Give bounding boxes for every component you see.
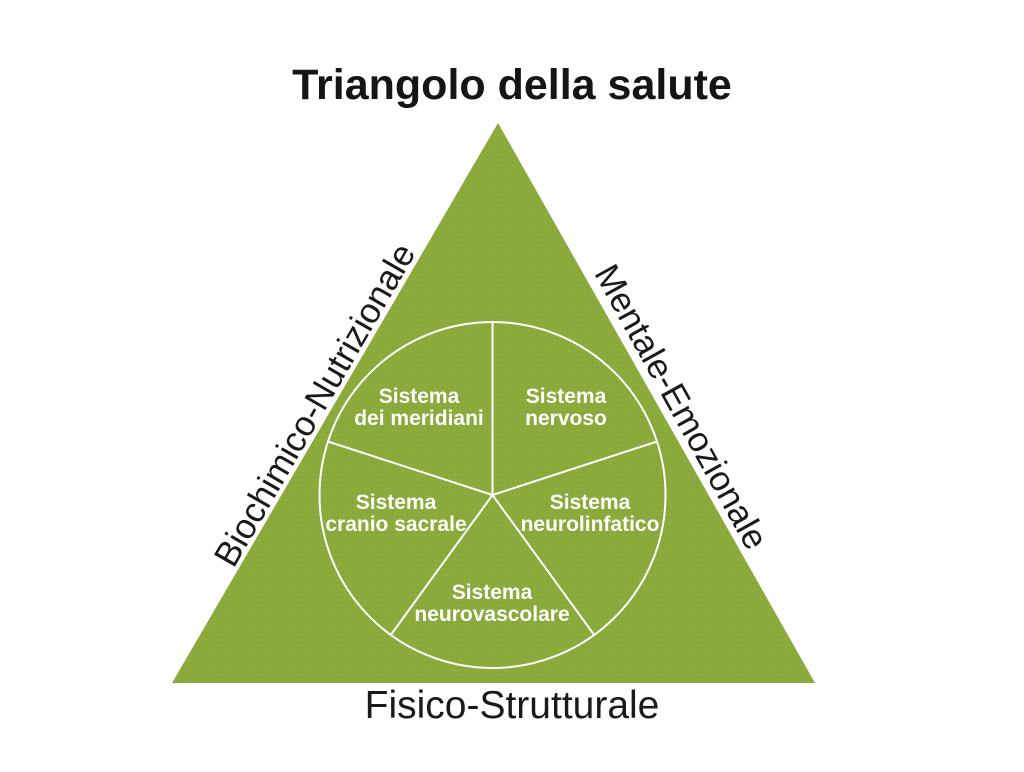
sector-circle-group <box>318 321 667 669</box>
sector-label-dei-meridiani: Sistema dei meridiani <box>354 384 484 430</box>
page-title: Triangolo della salute <box>292 61 732 109</box>
sector-label-line2: neurolinfatico <box>520 513 660 536</box>
sector-label-neurovascolare: Sistema neurovascolare <box>414 580 570 626</box>
sector-label-line2: dei meridiani <box>354 407 484 430</box>
sector-label-neurolinfatico: Sistema neurolinfatico <box>520 490 660 536</box>
sector-label-line1: Sistema <box>525 384 607 408</box>
sector-divider-upper-right <box>492 440 658 496</box>
sector-divider-lower-left <box>389 494 494 636</box>
sector-label-cranio-sacrale: Sistema cranio sacrale <box>325 490 467 536</box>
sector-label-line1: Sistema <box>355 490 437 514</box>
sector-label-line1: Sistema <box>451 580 533 604</box>
sector-label-line1: Sistema <box>549 490 631 514</box>
sector-label-line2: nervoso <box>525 407 607 430</box>
sector-label-nervoso: Sistema nervoso <box>525 384 607 430</box>
sector-divider-lower-right <box>491 494 596 636</box>
sector-label-line2: neurovascolare <box>414 603 570 626</box>
sector-divider-upper-left <box>327 440 493 496</box>
sector-label-line1: Sistema <box>378 384 460 408</box>
side-label-fisico-strutturale: Fisico-Strutturale <box>364 684 660 727</box>
sector-label-line2: cranio sacrale <box>325 513 467 536</box>
